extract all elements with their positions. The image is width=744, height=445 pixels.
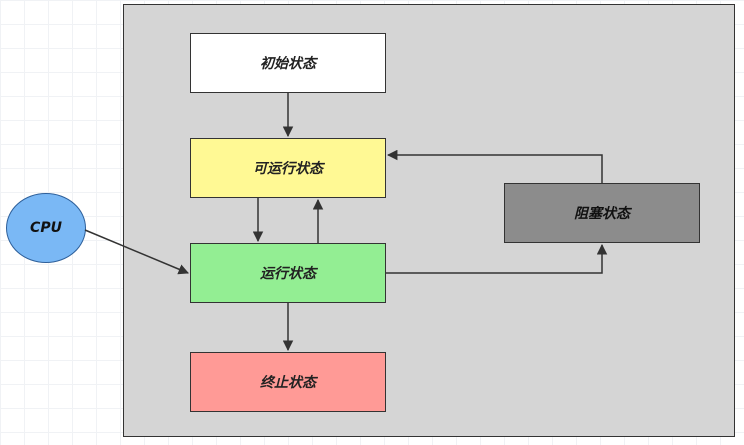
cpu-node: CPU [6,193,86,263]
arrow-blocked-to-runnable [386,149,603,183]
state-initial-label: 初始状态 [260,56,316,72]
state-runnable-label: 可运行状态 [253,161,323,177]
state-running-label: 运行状态 [260,266,316,282]
state-terminated-label: 终止状态 [260,375,316,391]
state-blocked: 阻塞状态 [504,183,700,243]
state-blocked-label: 阻塞状态 [574,206,630,222]
arrow-running-to-blocked [386,243,608,274]
state-running: 运行状态 [190,243,386,303]
state-initial: 初始状态 [190,33,386,93]
arrow-cpu-to-running [84,229,189,275]
state-terminated: 终止状态 [190,352,386,412]
cpu-label: CPU [30,220,62,236]
state-runnable: 可运行状态 [190,138,386,198]
